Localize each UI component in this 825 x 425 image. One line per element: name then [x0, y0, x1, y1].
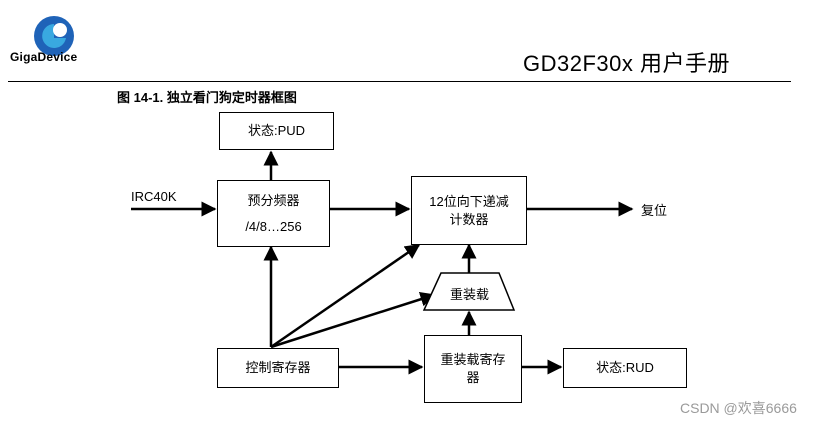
control-register-label: 控制寄存器 — [245, 360, 311, 375]
status-pud-label: 状态:PUD — [247, 123, 306, 138]
reload-register-box: 重装载寄存 器 — [424, 335, 522, 403]
prescaler-label: 预分频器 — [247, 192, 300, 208]
document-title: GD32F30x 用户手册 — [523, 51, 730, 76]
figure-caption: 图 14-1. 独立看门狗定时器框图 — [117, 90, 297, 105]
counter-label-line2: 计数器 — [449, 211, 489, 227]
reset-output-label: 复位 — [641, 203, 668, 218]
prescaler-ratio: /4/8…256 — [245, 218, 302, 234]
reload-register-label-line2: 器 — [466, 370, 480, 385]
prescaler-box: 预分频器 /4/8…256 — [217, 180, 330, 247]
clock-input-label: IRC40K — [131, 189, 177, 204]
status-pud-box: 状态:PUD — [219, 112, 334, 150]
arrow-control-to-counter — [270, 243, 421, 349]
reload-trapezoid — [422, 272, 516, 311]
logo-text: GigaDevice — [10, 50, 78, 64]
status-rud-box: 状态:RUD — [563, 348, 687, 388]
counter-label-line1: 12位向下递减 — [429, 193, 509, 209]
status-rud-label: 状态:RUD — [596, 360, 654, 375]
watermark: CSDN @欢喜6666 — [680, 400, 797, 416]
reload-label: 重装载 — [450, 287, 490, 302]
arrow-control-to-reload — [270, 291, 436, 349]
control-register-box: 控制寄存器 — [217, 348, 339, 388]
gigadevice-logo-icon — [34, 16, 74, 56]
reload-register-label-line1: 重装载寄存 — [440, 352, 506, 367]
counter-box: 12位向下递减 计数器 — [411, 176, 527, 245]
header-divider — [8, 81, 791, 82]
